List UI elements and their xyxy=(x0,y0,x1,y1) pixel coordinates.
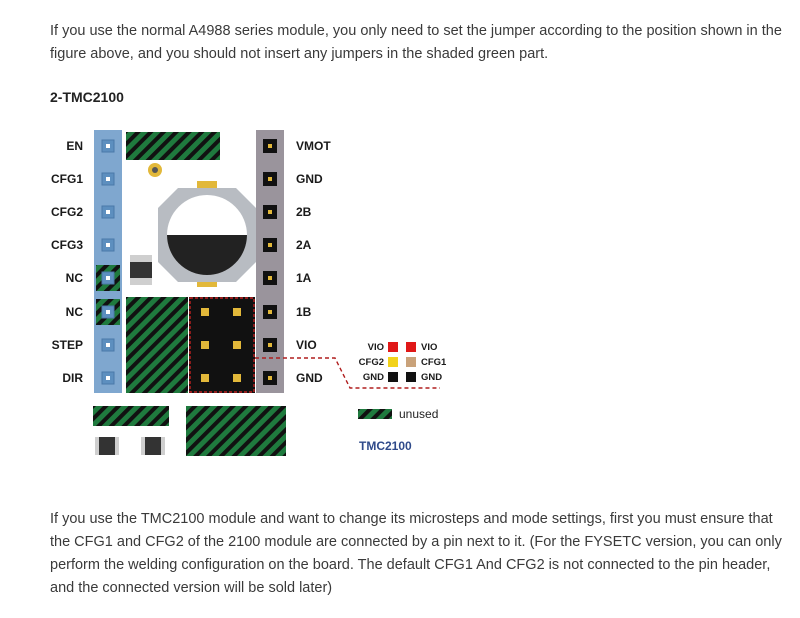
intro-paragraph: If you use the normal A4988 series modul… xyxy=(50,23,782,62)
unused-top-strip xyxy=(126,132,220,160)
left-pin-label: NC xyxy=(66,271,84,285)
legend-left-swatch xyxy=(388,372,398,382)
legend-right-swatch xyxy=(406,372,416,382)
legend-right-swatch xyxy=(406,342,416,352)
legend-right-label: GND xyxy=(421,372,442,383)
right-pin-label: 2A xyxy=(296,238,312,252)
right-pin-label: 1A xyxy=(296,271,312,285)
legend-right-label: VIO xyxy=(421,342,437,353)
unused-bottom-left-strip xyxy=(93,406,169,426)
jumper-pin xyxy=(201,341,209,349)
left-pin-label: CFG2 xyxy=(51,205,83,219)
left-pin-label: STEP xyxy=(52,338,83,352)
right-pin-label: GND xyxy=(296,371,323,385)
left-pin-label: DIR xyxy=(62,371,83,385)
tmc2100-paragraph: If you use the TMC2100 module and want t… xyxy=(50,511,782,596)
module-label: TMC2100 xyxy=(359,439,412,453)
right-pin-label: 2B xyxy=(296,205,312,219)
section-heading: 2-TMC2100 xyxy=(50,89,124,105)
left-pin-squares xyxy=(96,139,120,385)
legend-left-label: VIO xyxy=(368,342,384,353)
legend-left-swatch xyxy=(388,342,398,352)
resistor-bottom-1 xyxy=(99,437,115,455)
right-pin-squares xyxy=(263,139,277,385)
right-pin-header xyxy=(256,130,284,393)
right-pin-label: VMOT xyxy=(296,139,331,153)
jumper-pin xyxy=(233,308,241,316)
capacitor-polarity-mark xyxy=(167,235,247,275)
resistor xyxy=(130,262,152,278)
jumper-pin xyxy=(233,374,241,382)
jumper-pin-grid xyxy=(201,308,241,382)
legend-right-swatch xyxy=(406,357,416,367)
unused-swatch xyxy=(358,409,392,419)
unused-label: unused xyxy=(399,407,438,421)
left-pin-label: EN xyxy=(66,139,83,153)
left-pin-label: CFG1 xyxy=(51,172,83,186)
legend-left-label: CFG2 xyxy=(359,357,384,368)
legend-left-label: GND xyxy=(363,372,384,383)
unused-bottom-right-block xyxy=(186,406,286,456)
resistor-bottom-2 xyxy=(145,437,161,455)
legend-right-label: CFG1 xyxy=(421,357,447,368)
capacitor-top-pad xyxy=(197,181,217,191)
right-pin-label: GND xyxy=(296,172,323,186)
legend-left-swatch xyxy=(388,357,398,367)
left-pin-label: CFG3 xyxy=(51,238,83,252)
right-pin-label: 1B xyxy=(296,305,312,319)
left-pin-header xyxy=(94,130,122,393)
jumper-pin xyxy=(233,341,241,349)
jumper-pin xyxy=(201,374,209,382)
left-pin-label: NC xyxy=(66,305,84,319)
jumper-pin xyxy=(201,308,209,316)
right-pin-label: VIO xyxy=(296,338,317,352)
jumper-block xyxy=(189,297,255,393)
unused-left-jumper-area xyxy=(126,297,188,393)
